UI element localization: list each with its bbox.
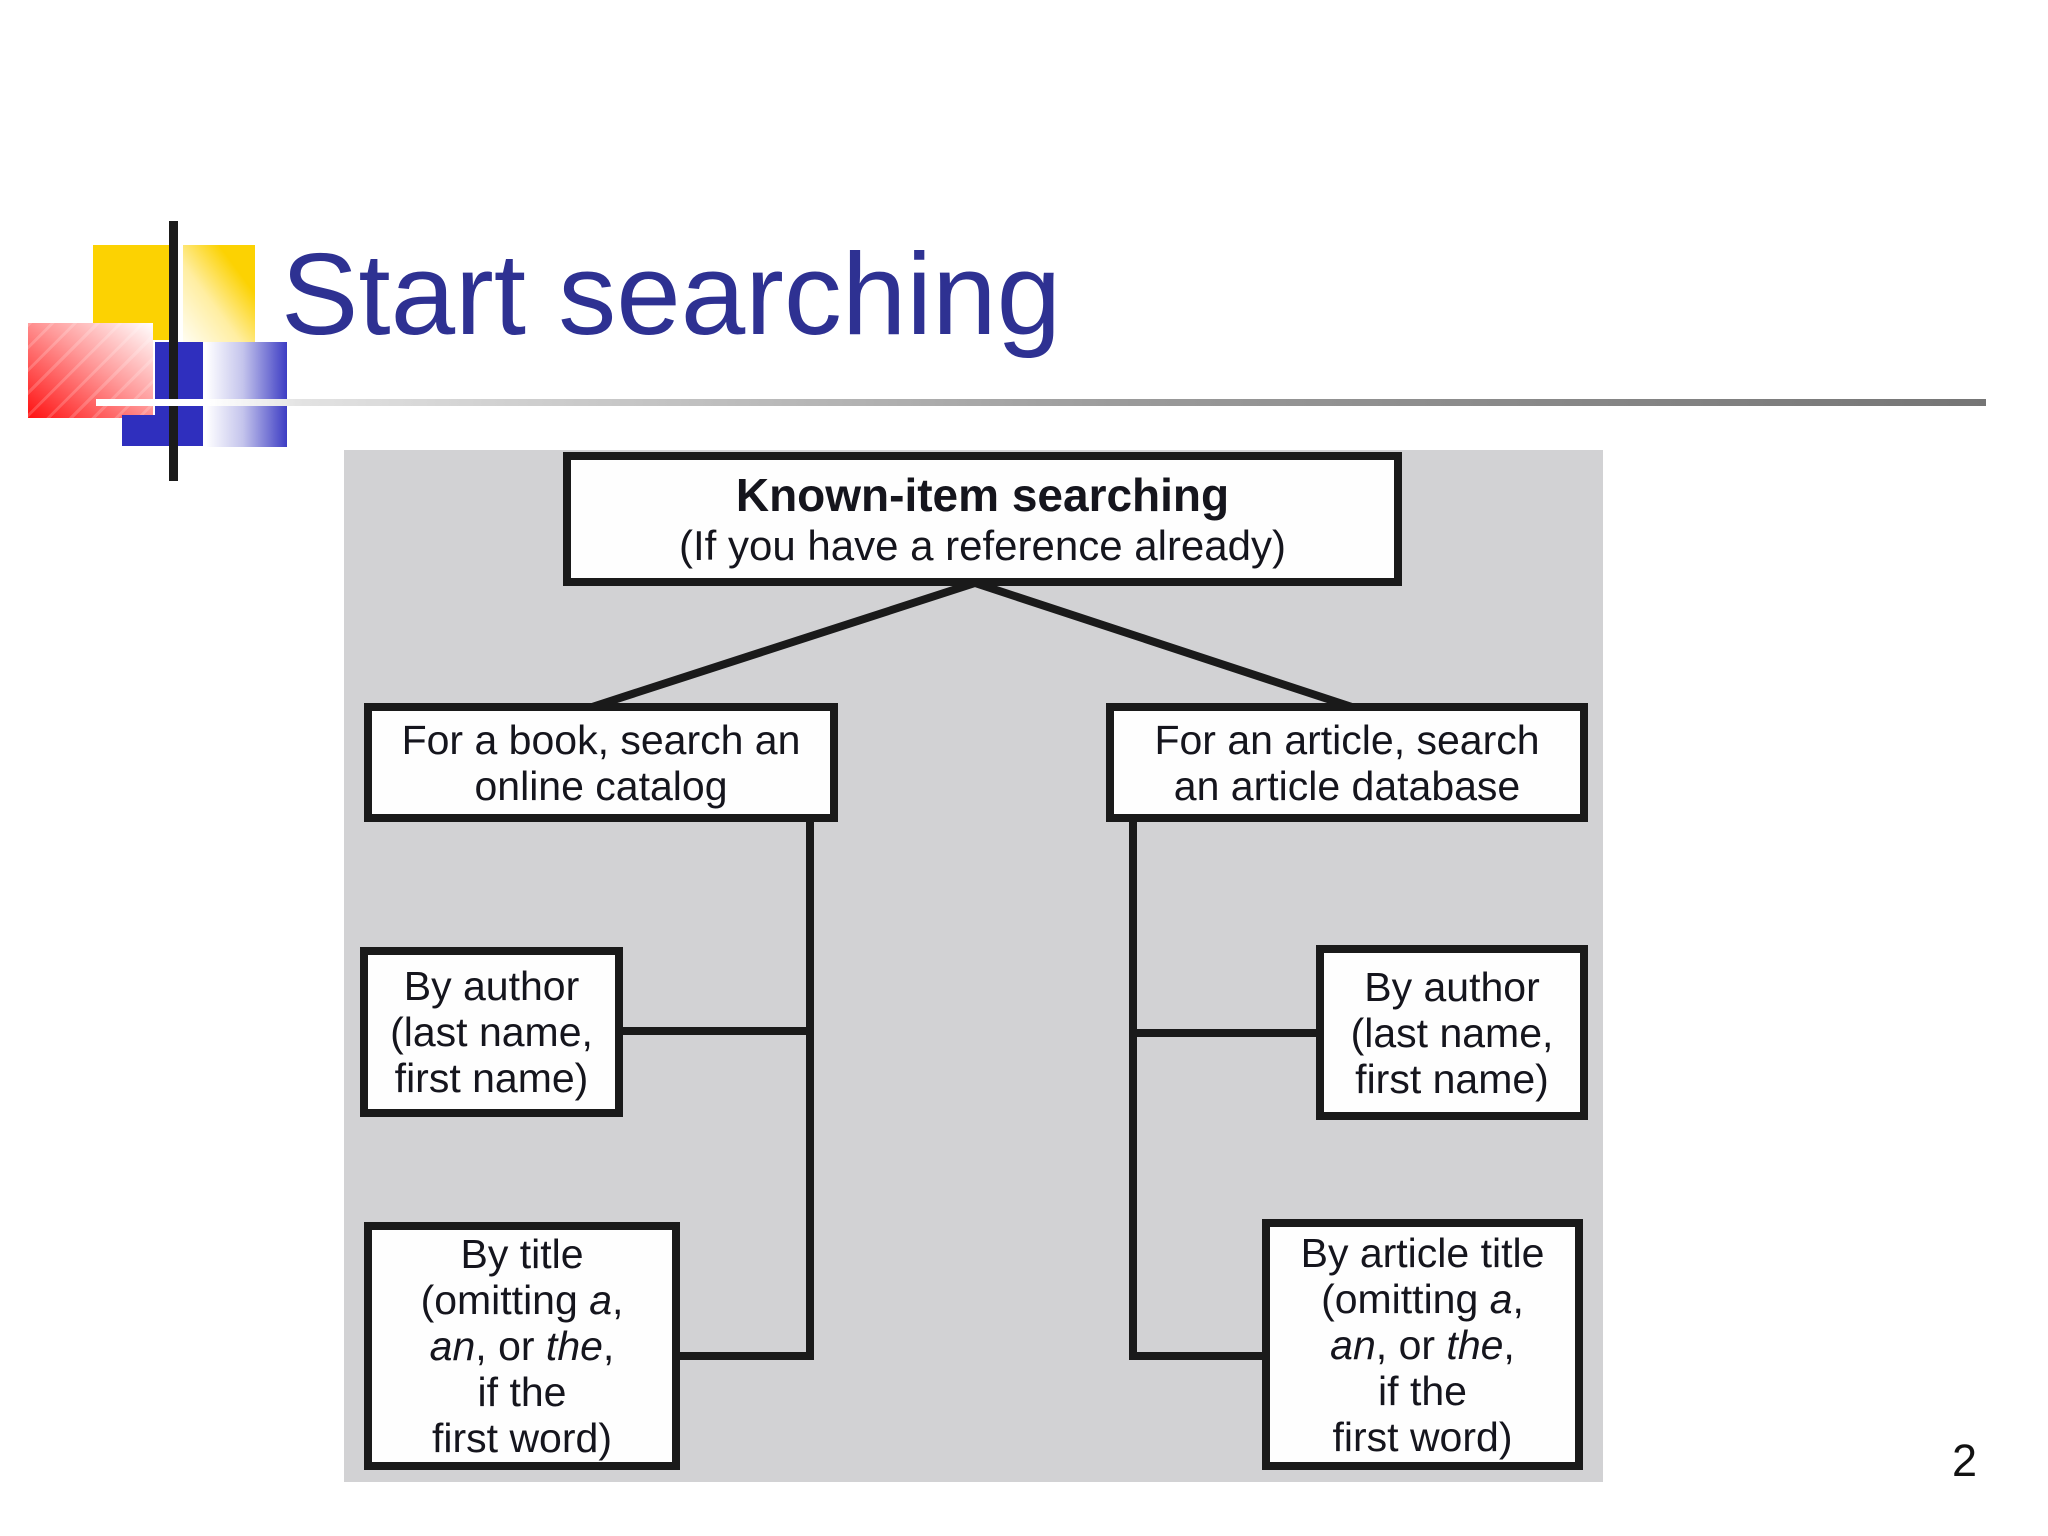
deco-blue-gradient-square (207, 342, 287, 447)
page-number: 2 (1952, 1435, 1978, 1486)
deco-yellow-gradient-square (183, 245, 255, 342)
deco-blue-square (155, 342, 203, 446)
flowchart-panel: Known-item searching (If you have a refe… (344, 450, 1603, 1482)
node-article-by-title: By article title(omitting a,an, or the,i… (1262, 1219, 1583, 1470)
deco-blue-small-square (122, 415, 155, 446)
root-node-subtitle: (If you have a reference already) (679, 521, 1286, 569)
root-node-title: Known-item searching (735, 468, 1230, 521)
root-branch-diagonals (590, 578, 1354, 711)
deco-vertical-line (169, 221, 178, 481)
node-book-by-author: By author(last name,first name) (360, 947, 623, 1117)
title-underline-rule (96, 399, 1986, 406)
node-known-item-searching: Known-item searching (If you have a refe… (563, 452, 1402, 586)
slide-title: Start searching (281, 229, 1062, 359)
node-article-by-author: By author(last name,first name) (1316, 945, 1588, 1120)
